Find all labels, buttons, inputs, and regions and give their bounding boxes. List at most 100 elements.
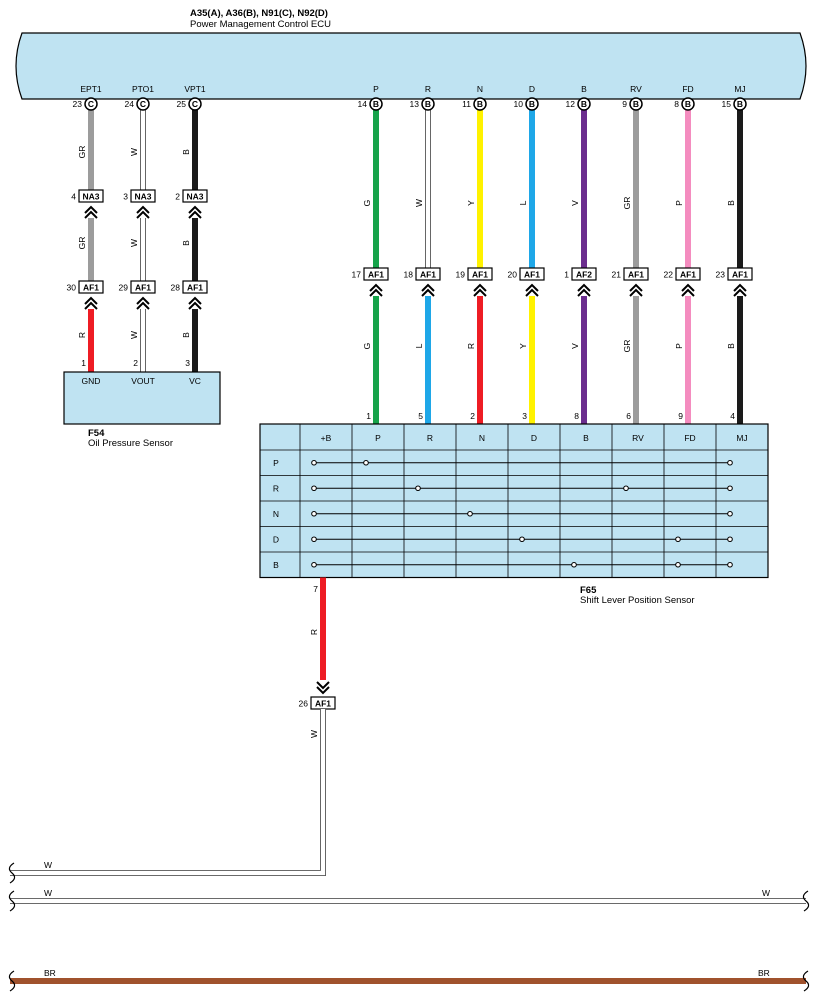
wire-color-label: V (570, 343, 580, 349)
connector-chevron-icon (369, 283, 383, 297)
junction-connector-box (623, 267, 649, 281)
break-mark-icon (802, 890, 810, 912)
table-column-header: D (531, 433, 537, 443)
junction-connector-pin: 19 (456, 270, 466, 280)
ecu-pin-number: 8 (674, 99, 679, 109)
ecu-terminal-name: B (581, 84, 587, 94)
junction-connector-conn: AF2 (576, 270, 592, 280)
oil-sensor-name: Oil Pressure Sensor (88, 438, 173, 449)
wire-color-label: G (362, 200, 372, 207)
wire-color-label: R (77, 332, 87, 338)
oil-sensor-terminal: GND (82, 376, 101, 386)
shift-sensor-pin: 5 (418, 411, 423, 421)
ecu-pin-circle (681, 97, 695, 111)
oil-sensor-pin: 3 (185, 358, 190, 368)
junction-af1-box (182, 280, 208, 294)
contact-point (727, 561, 733, 568)
junction-af1-box (130, 280, 156, 294)
junction-connector-conn: AF1 (680, 270, 696, 280)
ecu-pin-number: 9 (622, 99, 627, 109)
ecu-pin-circle (84, 97, 98, 111)
ecu-pin-circle (136, 97, 150, 111)
junction-connector-box (727, 267, 753, 281)
junction-connector-box (675, 267, 701, 281)
junction-connector-box (571, 267, 597, 281)
table-column-header: RV (632, 433, 644, 443)
ecu-pin-connector: B (529, 99, 535, 109)
contact-point (571, 561, 577, 568)
connector-chevron-icon (629, 283, 643, 297)
junction-af1-pin: 28 (171, 283, 181, 293)
wire-color-label: P (674, 200, 684, 206)
junction-connector-conn: AF1 (368, 270, 384, 280)
bus-right-label: W (762, 888, 770, 898)
shift-sensor-pin: 2 (470, 411, 475, 421)
ecu-pin-circle (525, 97, 539, 111)
ecu-name: Power Management Control ECU (190, 19, 331, 30)
wire-color-label: V (570, 200, 580, 206)
junction-af1-pin: 30 (67, 283, 77, 293)
wire-color-label: L (414, 343, 424, 348)
table-column-header: FD (684, 433, 695, 443)
wire-color-label: GR (77, 146, 87, 159)
ecu-pin-connector: B (685, 99, 691, 109)
table-column-header: B (583, 433, 589, 443)
connector-chevron-icon (421, 283, 435, 297)
contact-point (415, 485, 421, 492)
junction-na3-pin: 2 (175, 192, 180, 202)
junction-af1-box (78, 280, 104, 294)
contact-point (467, 510, 473, 517)
contact-point (519, 536, 525, 543)
contact-point (623, 485, 629, 492)
ecu-terminals: EPT1C23PTO1C24VPT1C25PB14RB13NB11DB10BB1… (73, 84, 747, 111)
junction-connector-conn: AF1 (732, 270, 748, 280)
contact-point (675, 561, 681, 568)
wire-color-label: B (181, 240, 191, 246)
ecu-pin-number: 10 (514, 99, 524, 109)
wire-color-label: L (518, 200, 528, 205)
ecu-pin-connector: B (373, 99, 379, 109)
ecu-pin-circle (629, 97, 643, 111)
oil-sensor-terminal: VC (189, 376, 201, 386)
table-column-header: R (427, 433, 433, 443)
wire-color-label: B (181, 149, 191, 155)
ecu-pin-number: 24 (125, 99, 135, 109)
ecu-pin-connector: B (737, 99, 743, 109)
table-row-label: P (273, 458, 279, 468)
oil-sensor-terminal: VOUT (131, 376, 155, 386)
wire-color-label: W (129, 331, 139, 339)
wire-color-label: GR (622, 197, 632, 210)
oil-sensor-pin: 2 (133, 358, 138, 368)
junction-na3-box (182, 189, 208, 203)
junction-na3-conn: NA3 (134, 192, 151, 202)
junction-af1-conn: AF1 (315, 699, 331, 709)
table-row-label: B (273, 560, 279, 570)
table-column-header: P (375, 433, 381, 443)
bus-left-label: W (44, 888, 52, 898)
ecu-pin-connector: C (140, 99, 146, 109)
connector-chevron-icon (473, 283, 487, 297)
junction-af1-conn: AF1 (83, 283, 99, 293)
junction-connector-pin: 22 (664, 270, 674, 280)
ecu-pin-connector: B (581, 99, 587, 109)
ecu-pin-number: 25 (177, 99, 187, 109)
ecu-pin-circle (577, 97, 591, 111)
ecu-terminal-name: FD (682, 84, 693, 94)
junction-connector-conn: AF1 (628, 270, 644, 280)
wire-color-label: B (726, 200, 736, 206)
junction-connector-box (467, 267, 493, 281)
ecu-part-codes: A35(A), A36(B), N91(C), N92(D) (190, 8, 328, 19)
contact-point (311, 485, 317, 492)
oil-sensor-terminals: GND VOUT VC (82, 376, 201, 386)
contact-point (311, 561, 317, 568)
wire-color-label: W (129, 148, 139, 156)
junction-na3-box (78, 189, 104, 203)
connector-chevron-icon (733, 283, 747, 297)
break-mark-icon (802, 970, 810, 992)
wire-white-to-bus (10, 709, 326, 876)
bus-left-label: W (44, 860, 52, 870)
junction-na3-pin: 3 (123, 192, 128, 202)
